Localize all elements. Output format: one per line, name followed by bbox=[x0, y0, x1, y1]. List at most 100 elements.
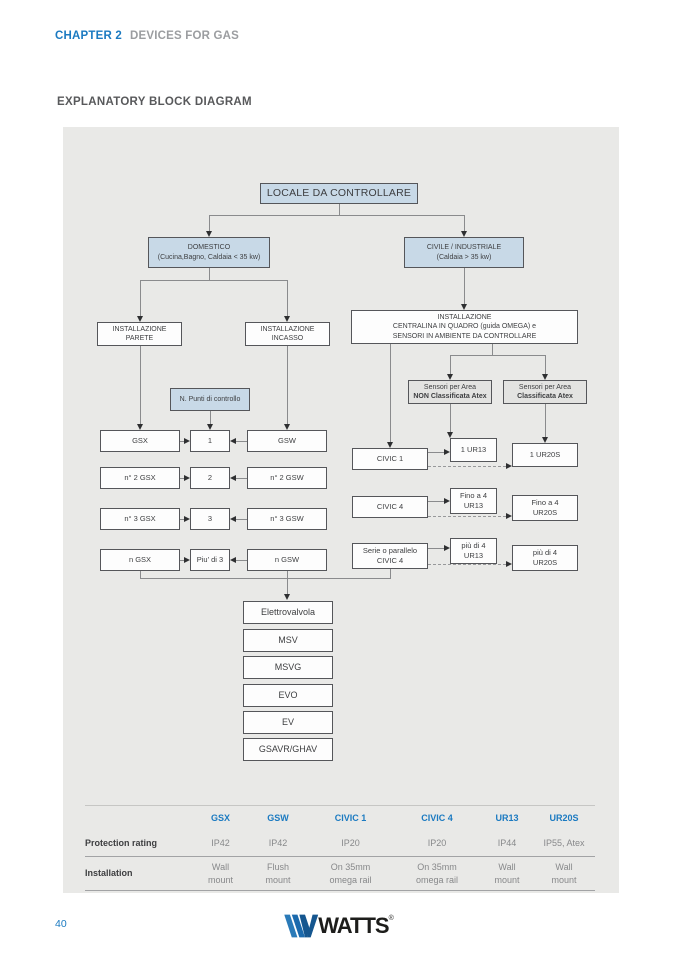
arrow-down-icon bbox=[284, 424, 290, 430]
arrow-right-icon bbox=[184, 557, 190, 563]
diagram-box-fino4-ur13: Fino a 4 UR13 bbox=[450, 488, 497, 514]
diagram-box-installazione-parete: INSTALLAZIONE PARETE bbox=[97, 322, 182, 346]
arrow-down-icon bbox=[137, 316, 143, 322]
sensori-atex-line2: Classificata Atex bbox=[517, 393, 573, 400]
connector-line bbox=[428, 548, 444, 549]
connector-line bbox=[464, 268, 465, 304]
connector-line bbox=[180, 441, 185, 442]
protection-gsw: IP42 bbox=[268, 837, 288, 848]
installation-civic4: On 35mm omega rail bbox=[415, 862, 459, 885]
connector-line bbox=[209, 215, 465, 216]
diagram-box-n3-gsw: n° 3 GSW bbox=[247, 508, 327, 530]
diagram-box-sensori-atex: Sensori per Area Classificata Atex bbox=[503, 380, 587, 404]
watts-logo: WATTS ® bbox=[284, 913, 394, 939]
spec-row-installation: Installation Wall mount Flush mount On 3… bbox=[85, 857, 595, 891]
sensori-atex-line1: Sensori per Area bbox=[518, 383, 572, 391]
connector-line bbox=[140, 280, 141, 316]
connector-line bbox=[545, 355, 546, 374]
arrow-down-icon bbox=[461, 304, 467, 310]
connector-line bbox=[287, 578, 288, 594]
diagram-box-n2-gsx: n° 2 GSX bbox=[100, 467, 180, 489]
diagram-box-locale: LOCALE DA CONTROLLARE bbox=[260, 183, 418, 204]
connector-line bbox=[390, 344, 391, 442]
diagram-box-punti-controllo: N. Punti di controllo bbox=[170, 388, 250, 411]
arrow-right-icon bbox=[506, 513, 512, 519]
installation-gsw: Flush mount bbox=[265, 862, 291, 885]
arrow-left-icon bbox=[230, 475, 236, 481]
spec-col-ur13: UR13 bbox=[495, 812, 519, 823]
arrow-left-icon bbox=[230, 438, 236, 444]
arrow-down-icon bbox=[447, 432, 453, 438]
diagram-box-num-2: 2 bbox=[190, 467, 230, 489]
diagram-box-msv: MSV bbox=[243, 629, 333, 652]
diagram-box-gsw: GSW bbox=[247, 430, 327, 452]
connector-line bbox=[450, 355, 451, 374]
connector-line bbox=[235, 441, 247, 442]
diagram-box-num-3: 3 bbox=[190, 508, 230, 530]
arrow-down-icon bbox=[461, 231, 467, 237]
diagram-box-gsavr-ghav: GSAVR/GHAV bbox=[243, 738, 333, 761]
protection-ur13: IP44 bbox=[497, 837, 517, 848]
arrow-right-icon bbox=[184, 475, 190, 481]
installation-ur13: Wall mount bbox=[494, 862, 520, 885]
connector-line bbox=[428, 501, 444, 502]
arrow-down-icon bbox=[137, 424, 143, 430]
arrow-left-icon bbox=[230, 516, 236, 522]
connector-line bbox=[390, 569, 391, 579]
section-title: EXPLANATORY BLOCK DIAGRAM bbox=[57, 96, 252, 108]
diagram-box-piu-di-3: Piu' di 3 bbox=[190, 549, 230, 571]
diagram-box-civic-1: CIVIC 1 bbox=[352, 448, 428, 470]
connector-line bbox=[464, 215, 465, 231]
protection-civic4: IP20 bbox=[427, 837, 447, 848]
arrow-down-icon bbox=[542, 374, 548, 380]
sensori-non-atex-line2: NON Classificata Atex bbox=[413, 393, 487, 400]
connector-line bbox=[545, 404, 546, 437]
sensori-non-atex-line1: Sensori per Area bbox=[423, 383, 477, 391]
arrow-right-icon bbox=[506, 561, 512, 567]
arrow-down-icon bbox=[284, 316, 290, 322]
diagram-box-1-ur13: 1 UR13 bbox=[450, 438, 497, 462]
diagram-box-piu4-ur13: più di 4 UR13 bbox=[450, 538, 497, 564]
arrow-down-icon bbox=[447, 374, 453, 380]
chapter-title: DEVICES FOR GAS bbox=[129, 30, 240, 42]
connector-line bbox=[235, 478, 247, 479]
connector-line bbox=[209, 215, 210, 231]
protection-ur20s: IP55, Atex bbox=[543, 837, 585, 848]
diagram-box-ev: EV bbox=[243, 711, 333, 734]
watts-logo-text: WATTS bbox=[318, 913, 389, 938]
diagram-box-installazione-centralina: INSTALLAZIONE CENTRALINA IN QUADRO (guid… bbox=[351, 310, 578, 344]
installation-gsx: Wall mount bbox=[207, 862, 233, 885]
spec-col-civic4: CIVIC 4 bbox=[421, 812, 453, 823]
diagram-panel: LOCALE DA CONTROLLARE DOMESTICO (Cucina,… bbox=[63, 127, 619, 893]
dashed-connector-line bbox=[428, 516, 506, 517]
protection-gsx: IP42 bbox=[211, 837, 230, 848]
arrow-left-icon bbox=[230, 557, 236, 563]
diagram-box-1-ur20s: 1 UR20S bbox=[512, 443, 578, 467]
arrow-down-icon bbox=[284, 594, 290, 600]
diagram-box-gsx: GSX bbox=[100, 430, 180, 452]
arrow-down-icon bbox=[206, 231, 212, 237]
spec-table: GSX GSW CIVIC 1 CIVIC 4 UR13 UR20S Prote… bbox=[85, 805, 595, 891]
connector-line bbox=[339, 204, 340, 215]
arrow-down-icon bbox=[387, 442, 393, 448]
page-number: 40 bbox=[55, 918, 67, 930]
watts-logo-mark-icon bbox=[284, 914, 319, 938]
spec-col-ur20s: UR20S bbox=[549, 812, 579, 823]
arrow-down-icon bbox=[542, 437, 548, 443]
diagram-box-domestico: DOMESTICO (Cucina,Bagno, Caldaia < 35 kw… bbox=[148, 237, 270, 268]
arrow-right-icon bbox=[184, 438, 190, 444]
connector-line bbox=[287, 346, 288, 424]
connector-line bbox=[287, 571, 288, 579]
diagram-box-n-gsw: n GSW bbox=[247, 549, 327, 571]
connector-line bbox=[492, 344, 493, 355]
connector-line bbox=[140, 346, 141, 424]
spec-col-civic1: CIVIC 1 bbox=[334, 812, 367, 823]
diagram-box-num-1: 1 bbox=[190, 430, 230, 452]
connector-line bbox=[140, 280, 288, 281]
diagram-box-piu4-ur20s: più di 4 UR20S bbox=[512, 545, 578, 571]
installation-ur20s: Wall mount bbox=[551, 862, 577, 885]
diagram-box-n3-gsx: n° 3 GSX bbox=[100, 508, 180, 530]
connector-line bbox=[180, 519, 185, 520]
